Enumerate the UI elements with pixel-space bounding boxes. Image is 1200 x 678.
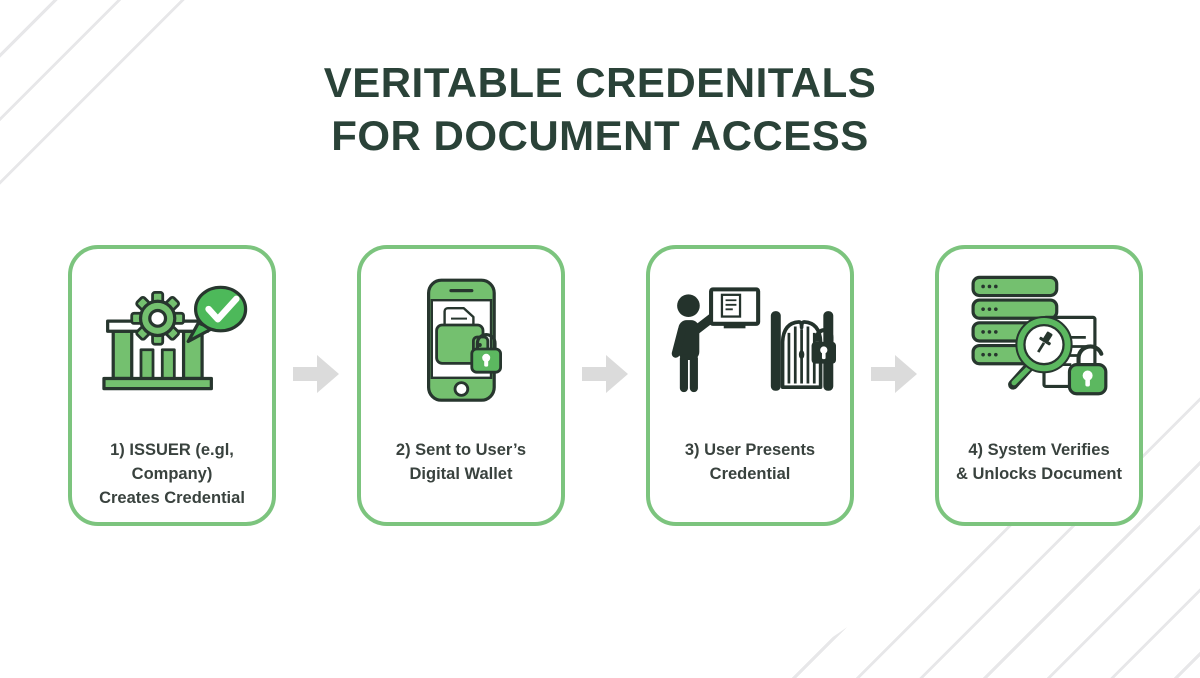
wallet-icon-svg — [427, 278, 502, 402]
open-padlock-icon — [1067, 344, 1108, 396]
server-verify-unlock-icon — [939, 265, 1139, 417]
step-card-present: 3) User Presents Credential — [646, 245, 854, 526]
user-gate-credential-icon — [650, 265, 850, 417]
step-card-verify: 4) System Verifies & Unlocks Document — [935, 245, 1143, 526]
gate-padlock-icon — [811, 328, 836, 364]
flow-arrow-icon — [871, 355, 917, 393]
pushpin-icon — [1037, 331, 1053, 353]
page-title: VERITABLE CREDENITALS FOR DOCUMENT ACCES… — [0, 56, 1200, 162]
step-label-line1: 2) Sent to User’s — [395, 441, 527, 459]
page-title-line1: VERITABLE CREDENITALS — [323, 59, 877, 106]
step-label-line1: 4) System Verifies — [968, 441, 1110, 459]
step-label-line1: 1) ISSUER (e.gl, Company) — [110, 441, 234, 483]
step-label: 3) User Presents Credential — [650, 438, 850, 486]
phone-wallet-lock-icon — [361, 265, 561, 417]
page-title-line2: FOR DOCUMENT ACCESS — [331, 112, 869, 159]
flow-arrow-icon — [293, 355, 339, 393]
magnifier-check-icon — [1008, 316, 1073, 390]
flow-arrow-icon — [582, 355, 628, 393]
step-label-line2: Credential — [709, 465, 791, 483]
issuer-icon-svg — [102, 285, 248, 391]
step-card-issuer: 1) ISSUER (e.gl, Company) Creates Creden… — [68, 245, 276, 526]
padlock-icon — [470, 333, 502, 374]
checkmark-bubble-icon — [186, 285, 248, 344]
verify-icon-svg — [971, 275, 1108, 396]
step-label-line2: Digital Wallet — [409, 465, 513, 483]
gear-icon — [130, 291, 185, 346]
present-icon-svg — [671, 287, 836, 393]
tablet-credential-icon — [709, 287, 761, 329]
step-label: 4) System Verifies & Unlocks Document — [939, 438, 1139, 486]
document-icon — [443, 307, 475, 328]
step-label-line2: Creates Credential — [99, 489, 245, 507]
step-label-line2: & Unlocks Document — [956, 465, 1122, 483]
issuer-building-check-icon — [72, 265, 272, 417]
step-card-wallet: 2) Sent to User’s Digital Wallet — [357, 245, 565, 526]
step-label: 2) Sent to User’s Digital Wallet — [361, 438, 561, 486]
person-icon — [671, 294, 723, 393]
step-label: 1) ISSUER (e.gl, Company) Creates Creden… — [72, 438, 272, 510]
step-label-line1: 3) User Presents — [684, 441, 816, 459]
server-stack-icon — [971, 275, 1059, 366]
